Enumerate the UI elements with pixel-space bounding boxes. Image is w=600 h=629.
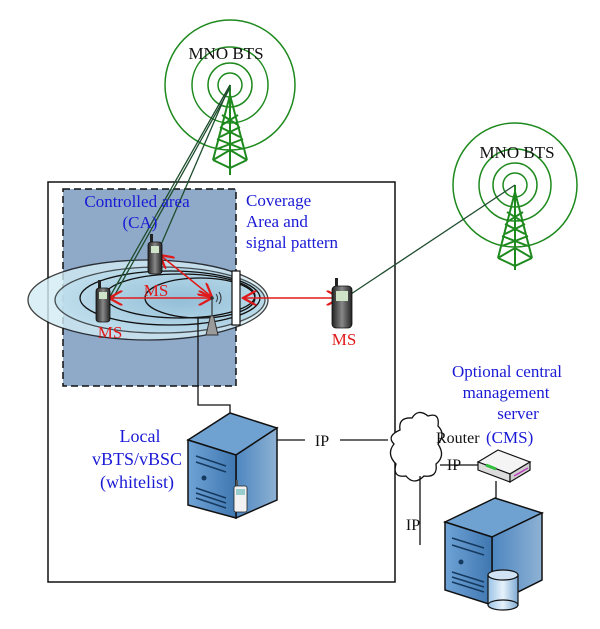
cms-label-line3: server <box>497 404 539 423</box>
local-server-label-line2: vBTS/vBSC <box>92 449 182 469</box>
router-icon <box>476 449 532 484</box>
local-site-boundary <box>47 181 396 583</box>
tower-1-label: MNO BTS <box>188 44 263 63</box>
mno-bts-tower-2 <box>452 122 578 270</box>
mno-links <box>107 84 516 301</box>
controlled-area-label: Controlled area <box>84 192 190 211</box>
ms-label: MS <box>144 281 169 300</box>
cms-label-line1: Optional central <box>452 362 562 381</box>
cms-label-line2: management <box>463 383 550 402</box>
ip-label-cloud-router: IP <box>447 457 461 474</box>
ip-label-server-cloud: IP <box>315 433 329 450</box>
ms-label: MS <box>98 323 123 342</box>
coverage-label-line1: Coverage <box>246 191 311 210</box>
ip-cloud-icon <box>389 411 443 482</box>
local-server-label-line3: (whitelist) <box>100 472 174 493</box>
controlled-area-abbrev: (CA) <box>123 213 158 232</box>
coverage-label-line3: signal pattern <box>246 233 339 252</box>
ip-label-cloud-bottom: IP <box>406 517 420 534</box>
ms-label: MS <box>332 330 357 349</box>
local-server-label-line1: Local <box>120 426 161 446</box>
antenna-server-link <box>197 318 231 413</box>
mobile-phone-icon <box>331 278 353 329</box>
cell-tower-icon <box>497 185 533 270</box>
local-server-icon <box>186 412 279 520</box>
mobile-phone-icon <box>95 280 111 323</box>
mobile-phone-icon <box>147 234 163 275</box>
tower-2-label: MNO BTS <box>479 143 554 162</box>
database-icon <box>487 569 519 611</box>
cms-label-line4: (CMS) <box>486 428 533 447</box>
router-label: Router <box>436 430 480 447</box>
signal-pattern-bar <box>231 270 241 326</box>
cell-tower-icon <box>212 85 248 175</box>
mno-bts-tower-1 <box>164 19 296 175</box>
coverage-label-line2: Area and <box>246 212 308 231</box>
mobile-phone-icon <box>233 480 248 513</box>
signal-arrows <box>109 255 340 298</box>
local-antenna-icon <box>205 291 222 336</box>
